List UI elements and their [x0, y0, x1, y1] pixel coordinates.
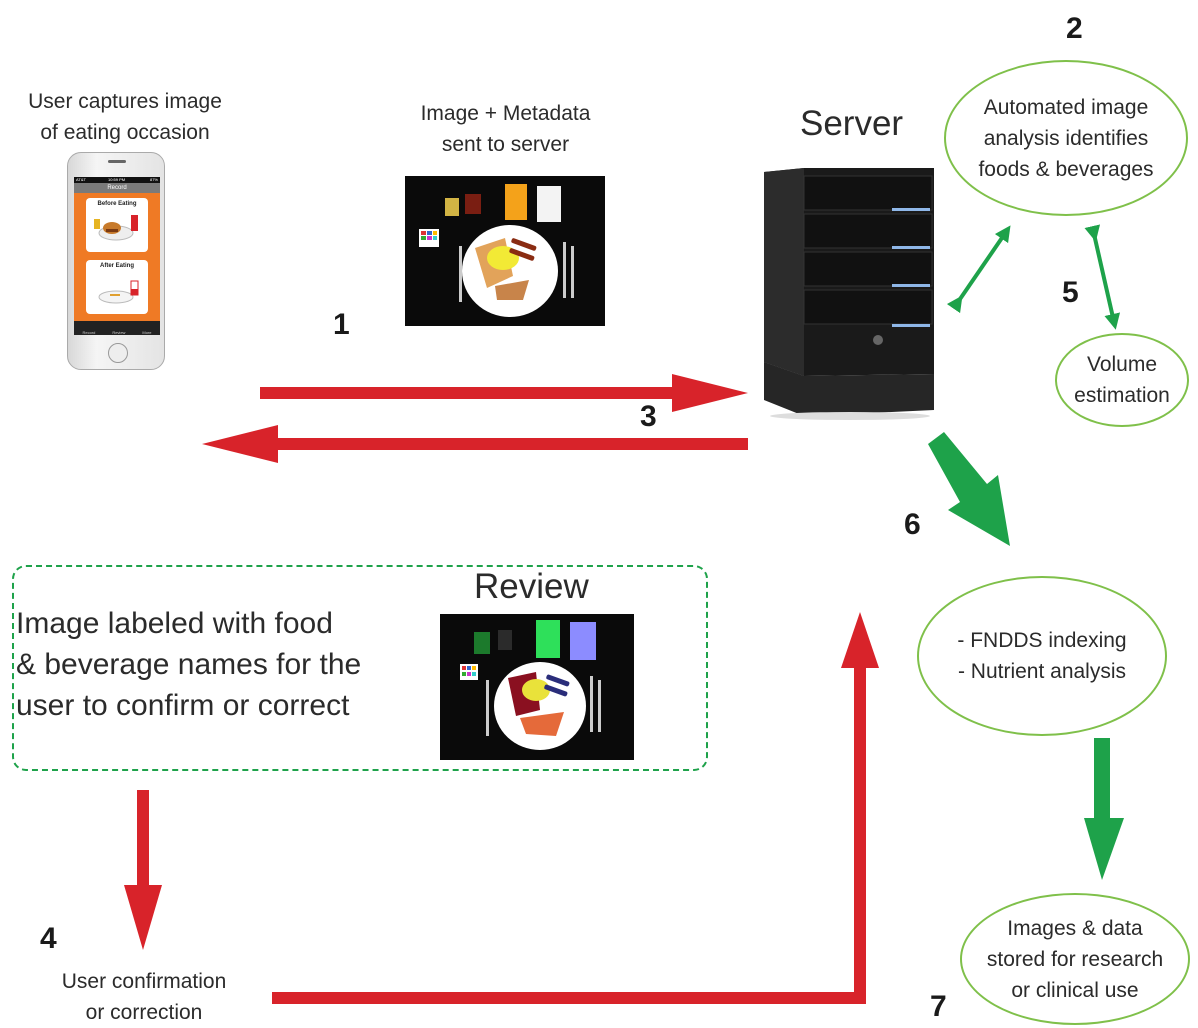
status-time: 10:59 PM [108, 177, 126, 182]
review-description: Image labeled with food & beverage names… [16, 607, 362, 722]
labeled-meal-drawing [460, 620, 601, 750]
arrow-automated-volume [1084, 224, 1121, 330]
tab-record[interactable]: Record [82, 330, 96, 335]
phone-nav-title: Record [74, 183, 160, 193]
storage-ellipse: Images & data stored for research or cli… [960, 893, 1190, 1025]
server-title: Server [800, 104, 904, 143]
user-capture-label: User captures image of eating occasion [28, 90, 222, 144]
server-tower [760, 164, 938, 420]
smartphone: AT&T 10:59 PM 87% Record Before Eating A… [67, 152, 165, 370]
meal-photo [405, 176, 605, 326]
phone-speaker [108, 160, 126, 163]
phone-home-button [108, 343, 128, 363]
automated-analysis-ellipse: Automated image analysis identifies food… [944, 60, 1188, 216]
arrow-3-to-user [202, 425, 748, 463]
arrow-1-to-server [260, 374, 748, 412]
phone-screen: AT&T 10:59 PM 87% Record Before Eating A… [74, 177, 160, 335]
tab-more[interactable]: More [142, 330, 152, 335]
before-eating-card[interactable]: Before Eating [86, 198, 148, 252]
arrow-7-to-storage [1084, 738, 1124, 880]
step-2-number: 2 [1066, 12, 1083, 45]
step-7-number: 7 [930, 990, 947, 1023]
step-4-number: 4 [40, 922, 57, 955]
after-eating-label: After Eating [99, 263, 134, 269]
step-6-number: 6 [904, 508, 921, 541]
arrow-6-to-fndds [928, 432, 1010, 546]
volume-estimation-ellipse: Volume estimation [1055, 333, 1189, 427]
phone-status-bar: AT&T 10:59 PM 87% [74, 177, 160, 183]
arrow-4-down [124, 790, 162, 950]
meal-photo-drawing [419, 184, 574, 317]
step-1-number: 1 [333, 308, 350, 341]
labeled-meal-photo [440, 614, 634, 760]
arrow-server-automated [946, 225, 1011, 314]
after-meal-icon [98, 280, 139, 304]
step-5-number: 5 [1062, 276, 1079, 309]
before-eating-label: Before Eating [97, 201, 137, 207]
status-carrier: AT&T [76, 177, 86, 182]
review-box [12, 565, 708, 771]
review-title: Review [474, 567, 589, 606]
after-eating-card[interactable]: After Eating [86, 260, 148, 314]
arrow-confirmation-return [272, 612, 879, 1004]
status-battery: 87% [149, 177, 158, 182]
before-meal-icon [94, 215, 138, 241]
fndds-ellipse: - FNDDS indexing - Nutrient analysis [917, 576, 1167, 736]
step-3-number: 3 [640, 400, 657, 433]
tab-review[interactable]: Review [112, 330, 126, 335]
server-drawing [764, 168, 934, 420]
phone-tab-bar: Record Review More [74, 321, 160, 335]
image-sent-label: Image + Metadata sent to server [420, 102, 591, 156]
user-confirmation-label: User confirmation or correction [61, 970, 227, 1024]
